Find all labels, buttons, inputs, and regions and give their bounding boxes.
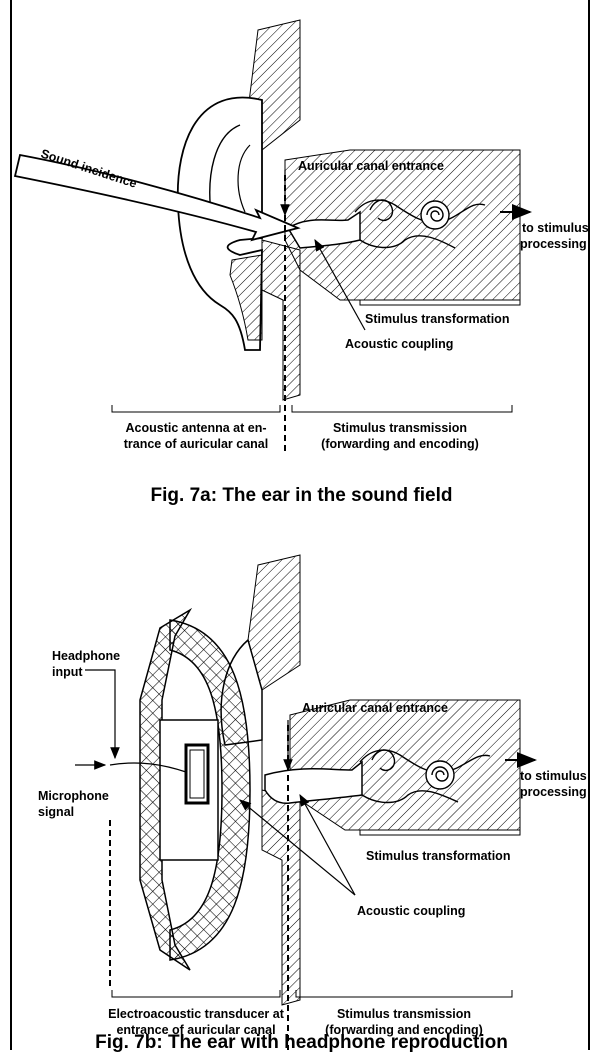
- processing-label: processing: [520, 237, 587, 251]
- to-stimulus-label: to stimulus: [522, 221, 589, 235]
- fig-7b: Headphone input Microphone signal Auricu…: [38, 555, 587, 1050]
- bracket-left-7a: [112, 405, 280, 412]
- auricular-canal-entrance-label-b: Auricular canal entrance: [302, 701, 448, 715]
- stimulus-transformation-label-b: Stimulus transformation: [366, 849, 510, 863]
- fig-7a: Sound incidence Auricular canal entrance…: [15, 20, 589, 455]
- left-bracket-line2: trance of auricular canal: [124, 437, 269, 451]
- to-stimulus-label-b: to stimulus: [520, 769, 587, 783]
- bracket-left-7b: [112, 990, 280, 997]
- headphone-input-line1: Headphone: [52, 649, 120, 663]
- transducer: [186, 745, 208, 803]
- auricular-canal-entrance-label: Auricular canal entrance: [298, 159, 444, 173]
- bracket-right-7b: [296, 990, 512, 997]
- left-bracket-line1-b: Electroacoustic transducer at: [108, 1007, 285, 1021]
- headphone-input-line2: input: [52, 665, 83, 679]
- right-bracket-line1: Stimulus transmission: [333, 421, 467, 435]
- stimulus-transformation-label: Stimulus transformation: [365, 312, 509, 326]
- right-bracket-line2: (forwarding and encoding): [321, 437, 479, 451]
- processing-label-b: processing: [520, 785, 587, 799]
- caption-fig-7a: Fig. 7a: The ear in the sound field: [0, 485, 603, 507]
- left-bracket-line1: Acoustic antenna at en-: [126, 421, 267, 435]
- acoustic-coupling-label: Acoustic coupling: [345, 337, 453, 351]
- microphone-line2: signal: [38, 805, 74, 819]
- microphone-line1: Microphone: [38, 789, 109, 803]
- right-bracket-line1-b: Stimulus transmission: [337, 1007, 471, 1021]
- acoustic-coupling-label-b: Acoustic coupling: [357, 904, 465, 918]
- caption-fig-7b: Fig. 7b: The ear with headphone reproduc…: [0, 1032, 603, 1054]
- bracket-right-7a: [292, 405, 512, 412]
- temporal-bone-region-b: [290, 700, 520, 830]
